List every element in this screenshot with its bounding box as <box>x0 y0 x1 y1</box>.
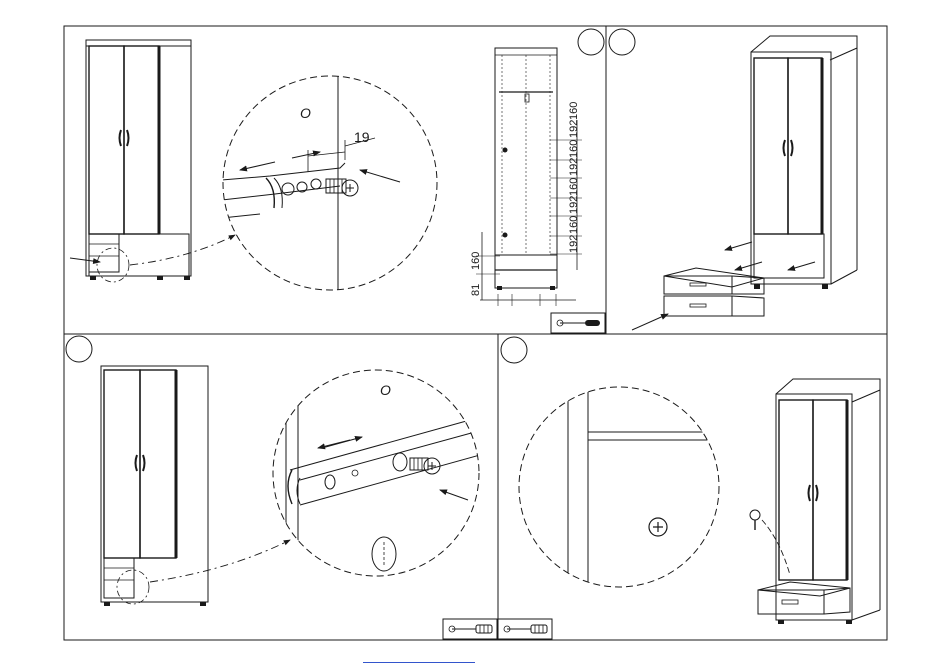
panel2-wardrobe <box>751 36 857 289</box>
screwdriver-box-1 <box>551 313 605 333</box>
step-circle-1 <box>578 29 604 55</box>
screw-box-3a <box>443 619 497 639</box>
dim-label: 192 <box>568 120 580 138</box>
screw-box-3b <box>498 619 552 639</box>
dim-label: 160 <box>568 140 580 158</box>
dim-label-left-upper: 160 <box>470 252 482 270</box>
panel2-drawers <box>664 268 764 316</box>
step-circle-2 <box>609 29 635 55</box>
panel1-wardrobe <box>70 40 191 282</box>
dim-label: 192 <box>568 235 580 253</box>
panel1-dimension-labels: 192 160 192 160 192 160 192 160 160 81 <box>470 102 580 296</box>
dim-label: 192 <box>568 158 580 176</box>
dim-label: 160 <box>568 178 580 196</box>
panel4-zoom-circle <box>519 387 719 587</box>
panel3-zoom-leader <box>150 540 290 582</box>
panel3-wardrobe <box>101 366 208 606</box>
hole-letter-label: O <box>380 382 391 398</box>
panel1-zoom-leader <box>130 235 235 265</box>
footer-link[interactable] <box>363 648 475 663</box>
dim-label: 160 <box>568 216 580 234</box>
panel1-zoom-dimension: 19 <box>354 129 370 145</box>
step-circle-3 <box>66 336 92 362</box>
panel1-cabinet-section <box>476 48 582 306</box>
dim-label: 192 <box>568 196 580 214</box>
panel4-wardrobe <box>750 379 880 624</box>
dim-label-left-lower: 81 <box>470 284 482 296</box>
hole-letter-label: O <box>300 105 311 121</box>
panel3-zoom-circle <box>273 370 479 576</box>
panel-frame <box>64 26 887 640</box>
dim-label: 160 <box>568 102 580 120</box>
step-circle-4 <box>501 337 527 363</box>
